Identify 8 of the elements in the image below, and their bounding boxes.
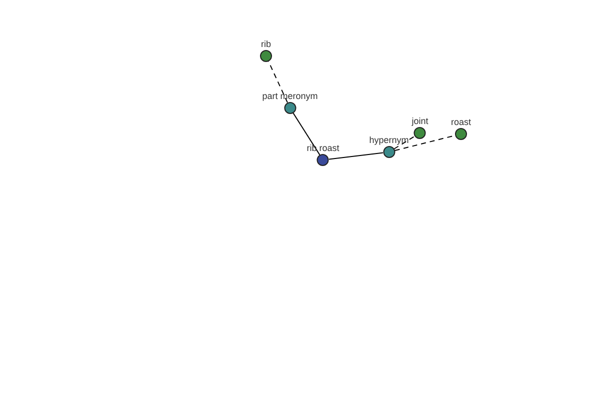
node-label: joint xyxy=(412,116,428,126)
connector-line xyxy=(328,152,384,160)
connector-line xyxy=(292,112,320,156)
connector-line xyxy=(394,136,416,150)
node-label: hypernym xyxy=(369,135,409,145)
node-label: part meronym xyxy=(262,91,318,101)
node-label: roast xyxy=(451,117,471,127)
node-label: rib xyxy=(260,39,271,49)
